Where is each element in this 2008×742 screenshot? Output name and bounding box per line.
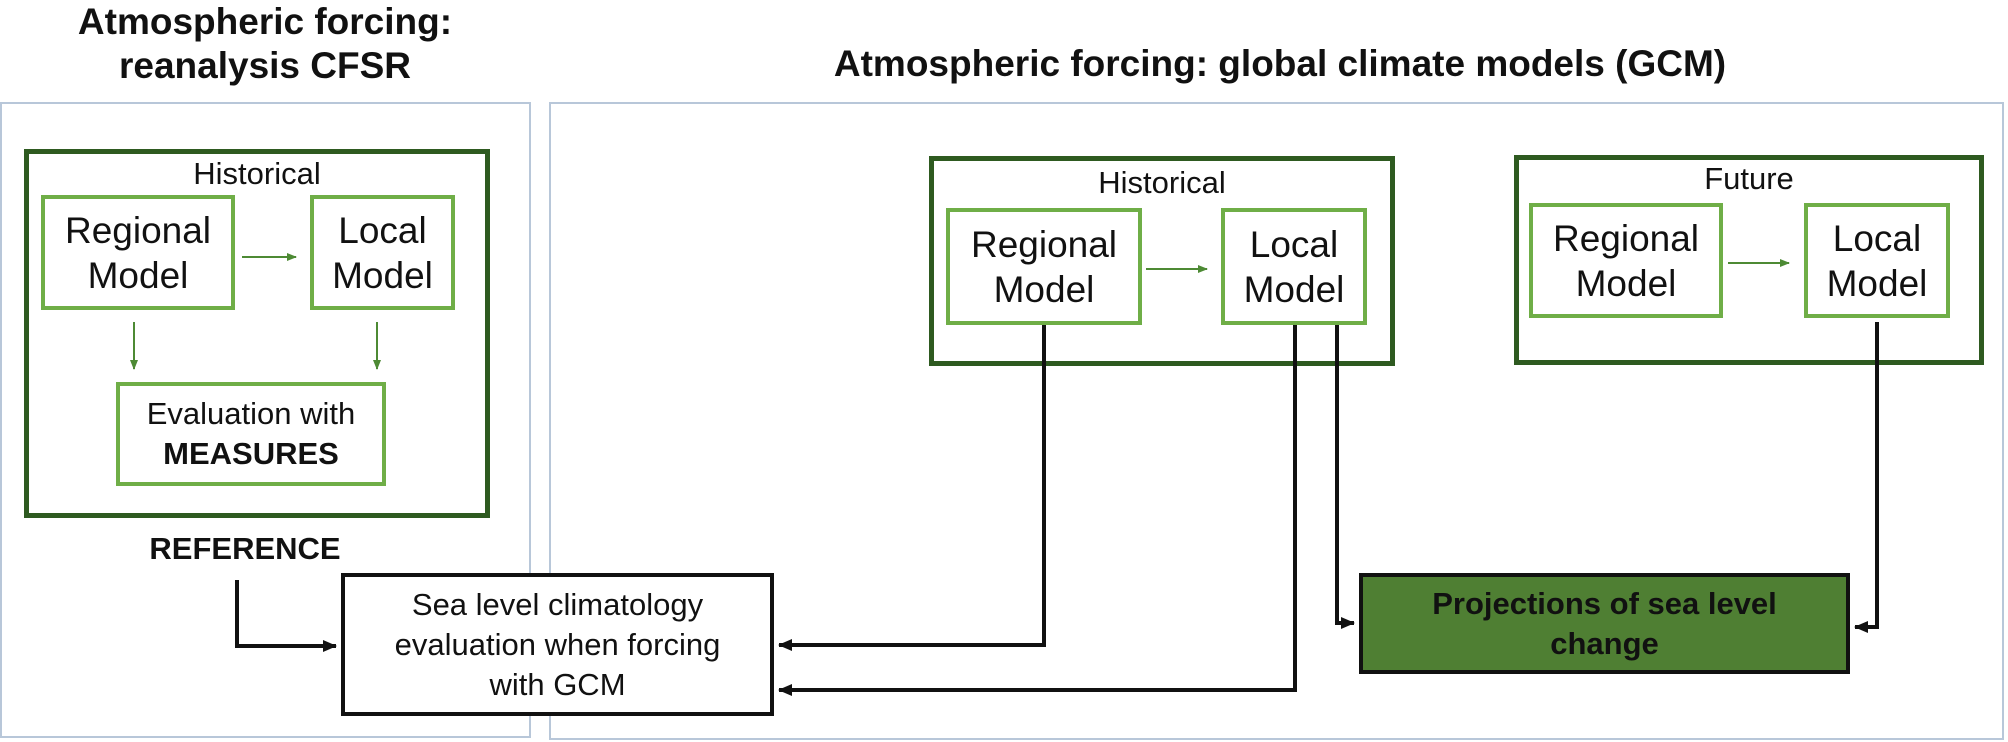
sea-level-evaluation-line-3: with GCM [489, 666, 626, 702]
reanalysis-historical-label: Historical [193, 156, 321, 191]
gcm-historical-regional-model-line-1: Regional [970, 223, 1118, 265]
gcm-historical-regional-model-line-2: Model [993, 268, 1095, 310]
projections-line-1: Projections of sea level [1432, 585, 1777, 621]
reanalysis-local-model-line-1: Local [338, 209, 427, 251]
gcm-future-label: Future [1704, 161, 1794, 196]
reanalysis-local-model-line-2: Model [332, 254, 433, 296]
sea-level-evaluation-line-1: Sea level climatology [411, 586, 704, 622]
evaluation-line-2: MEASURES [163, 436, 339, 471]
gcm-historical-local-model-line-2: Model [1243, 268, 1345, 310]
gcm-future-local-model-line-1: Local [1832, 217, 1922, 259]
gcm-future-local-model-line-2: Model [1826, 262, 1928, 304]
sea-level-evaluation-box: Sea level climatology evaluation when fo… [341, 573, 774, 716]
reanalysis-regional-model-line-2: Model [87, 254, 189, 296]
projections-box: Projections of sea level change [1359, 573, 1850, 674]
reanalysis-title-line-1: Atmospheric forcing: [77, 1, 453, 42]
gcm-future-regional-model-line-1: Regional [1552, 217, 1700, 259]
evaluation-line-1: Evaluation with [146, 396, 356, 431]
gcm-historical-regional-model-box: Regional Model [946, 208, 1142, 325]
reanalysis-title: Atmospheric forcing: reanalysis CFSR [0, 0, 530, 88]
sea-level-evaluation-line-2: evaluation when forcing [394, 626, 721, 662]
gcm-future-regional-model-line-2: Model [1575, 262, 1677, 304]
evaluation-measures-box: Evaluation with MEASURES [116, 382, 386, 486]
gcm-future-local-model-box: Local Model [1804, 203, 1950, 318]
gcm-title: Atmospheric forcing: global climate mode… [833, 43, 1727, 84]
gcm-historical-label: Historical [1098, 165, 1226, 200]
reanalysis-regional-model-box: Regional Model [41, 195, 235, 310]
projections-line-2: change [1550, 625, 1659, 661]
gcm-historical-local-model-line-1: Local [1249, 223, 1339, 265]
reference-label: REFERENCE [149, 531, 341, 566]
gcm-historical-local-model-box: Local Model [1221, 208, 1367, 325]
gcm-future-regional-model-box: Regional Model [1529, 203, 1723, 318]
reanalysis-title-line-2: reanalysis CFSR [118, 45, 412, 86]
reanalysis-regional-model-line-1: Regional [64, 209, 212, 251]
reanalysis-local-model-box: Local Model [310, 195, 455, 310]
